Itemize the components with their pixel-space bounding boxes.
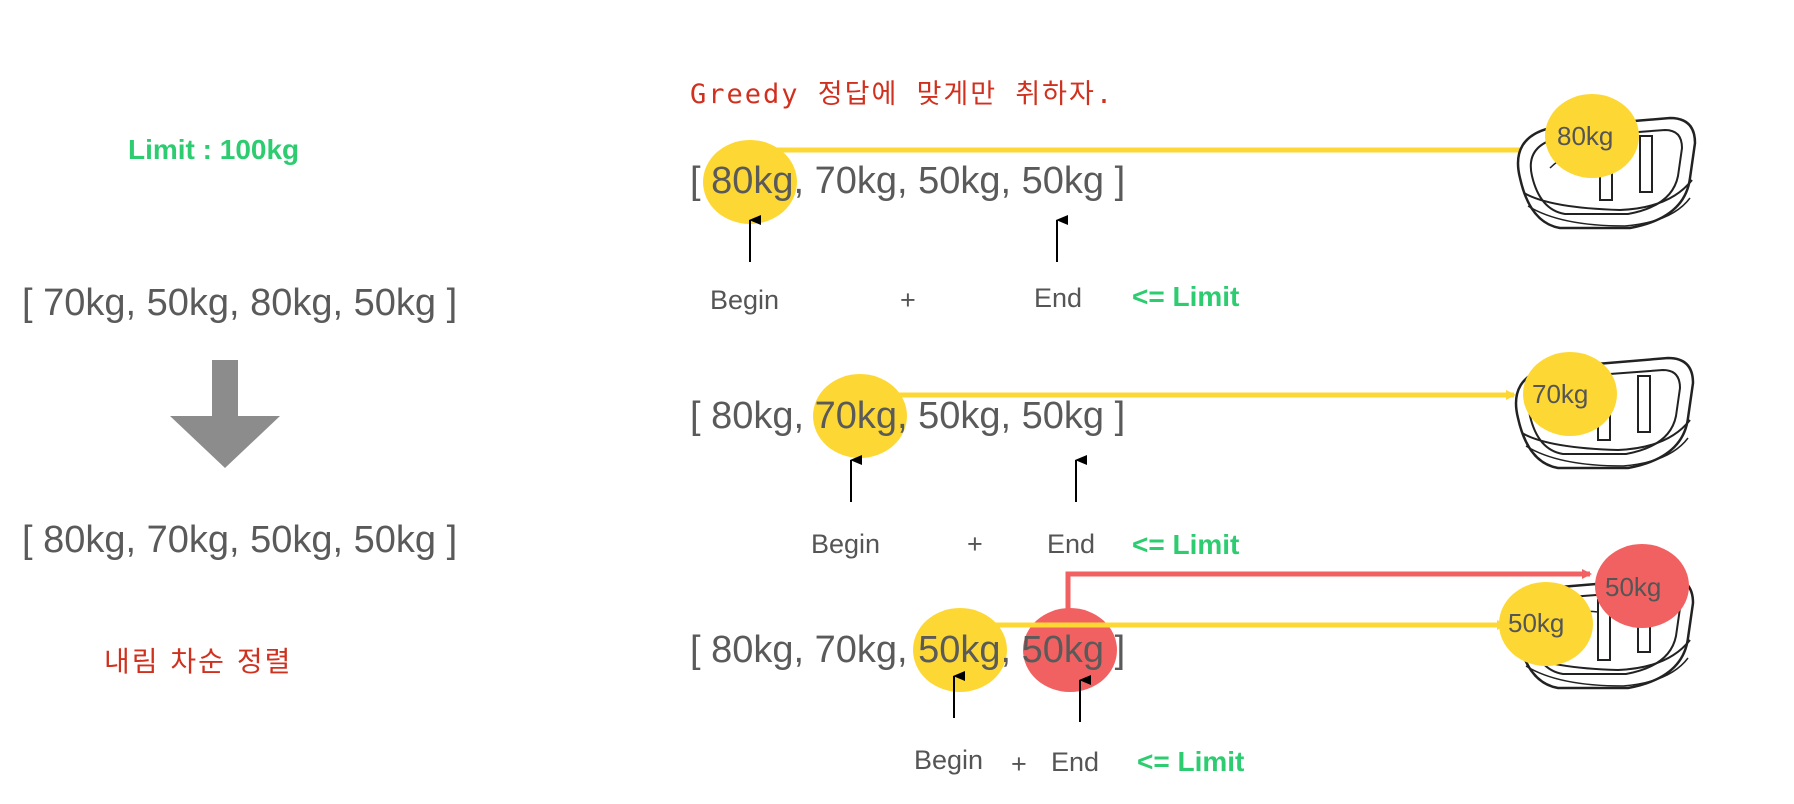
row-1-array: [ 80kg, 70kg, 50kg, 50kg ]	[690, 160, 1126, 202]
row-2-limit: <= Limit	[1132, 529, 1240, 560]
row-1-limit: <= Limit	[1132, 281, 1240, 312]
row-2-end: End	[1047, 529, 1096, 559]
row-2-plus: +	[967, 529, 983, 559]
greedy-note: Greedy 정답에 맞게만 취하자.	[690, 79, 1115, 110]
row-3-begin: Begin	[914, 745, 984, 775]
row-1-plus: +	[900, 285, 916, 315]
sort-note: 내림 차순 정렬	[104, 645, 293, 678]
row-3-plus: +	[1011, 749, 1027, 779]
boat-2-label: 70kg	[1532, 379, 1589, 409]
row-1-begin: Begin	[710, 285, 780, 315]
highlight-begin-3	[913, 608, 1007, 692]
row-3-end: End	[1051, 747, 1100, 777]
row-3-limit: <= Limit	[1137, 746, 1245, 777]
boat-1-weight	[1545, 94, 1639, 178]
limit-label: Limit : 100kg	[128, 134, 300, 165]
boat-2-weight	[1523, 352, 1617, 436]
row-2-array: [ 80kg, 70kg, 50kg, 50kg ]	[690, 395, 1126, 437]
row-3-array: [ 80kg, 70kg, 50kg, 50kg ]	[690, 629, 1126, 671]
boat-3-label-red: 50kg	[1605, 572, 1662, 602]
down-arrow-icon	[170, 360, 280, 468]
boat-3-weight-red	[1595, 544, 1689, 628]
row-2-begin: Begin	[811, 529, 881, 559]
highlight-begin-1	[703, 140, 797, 224]
boat-3-weight-yellow	[1499, 582, 1593, 666]
arrow-to-boat-3-red	[1065, 569, 1592, 610]
original-array: [ 70kg, 50kg, 80kg, 50kg ]	[22, 282, 458, 324]
boat-1-label: 80kg	[1557, 121, 1614, 151]
boat-3-label-yellow: 50kg	[1508, 608, 1565, 638]
highlight-end-3	[1023, 608, 1117, 692]
row-1-end: End	[1034, 283, 1083, 313]
sorted-array: [ 80kg, 70kg, 50kg, 50kg ]	[22, 519, 458, 561]
